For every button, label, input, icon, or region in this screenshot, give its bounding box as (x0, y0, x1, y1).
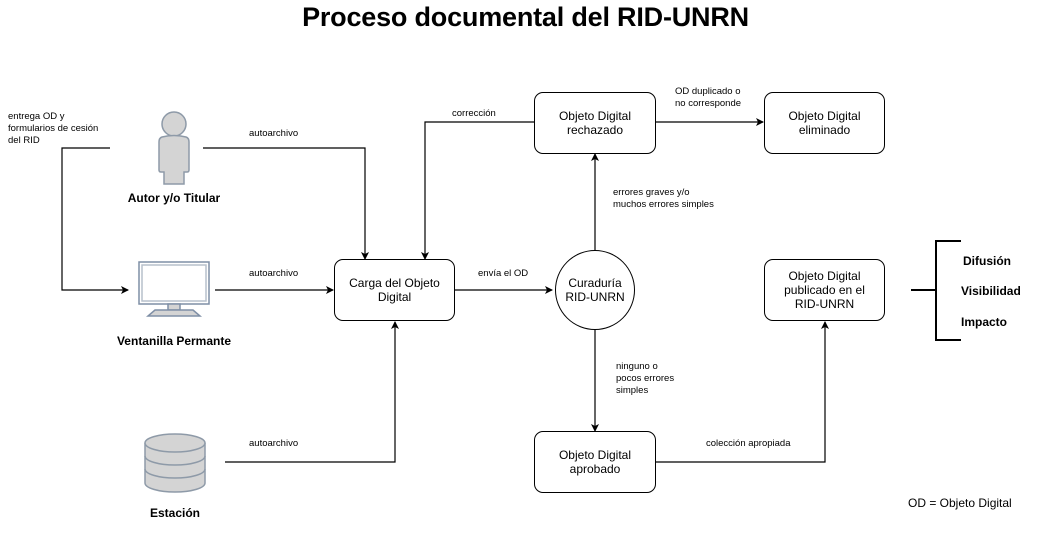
edge-aprobado-publicado (656, 321, 829, 463)
legend-note: OD = Objeto Digital (908, 496, 1012, 510)
monitor-icon (138, 261, 210, 317)
label-ninguno: ninguno o pocos errores simples (616, 361, 675, 396)
outcome-visibilidad: Visibilidad (961, 284, 1021, 298)
node-publicado: Objeto Digital publicado en el RID-UNRN (764, 259, 885, 321)
label-coleccion: colección apropiada (706, 438, 791, 449)
actor-autor-label: Autor y/o Titular (127, 191, 221, 205)
outcome-difusion: Difusión (963, 254, 1011, 268)
label-autoarchivo-estacion: autoarchivo (249, 438, 299, 449)
actor-estacion-label: Estación (149, 506, 200, 520)
node-carga: Carga del Objeto Digital (334, 259, 455, 321)
node-aprobado: Objeto Digital aprobado (534, 431, 656, 493)
person-icon (158, 111, 190, 185)
edge-entrega (61, 147, 129, 294)
label-entrega: entrega OD y formularios de cesión del R… (8, 111, 99, 146)
actor-ventanilla-label: Ventanilla Permante (116, 334, 232, 348)
node-eliminado: Objeto Digital eliminado (764, 92, 885, 154)
diagram-title: Proceso documental del RID-UNRN (302, 2, 749, 32)
node-curaduria: Curaduría RID-UNRN (555, 250, 635, 330)
label-correccion: corrección (452, 108, 496, 119)
outcome-impacto: Impacto (961, 315, 1008, 329)
label-autoarchivo-ventanilla: autoarchivo (249, 268, 299, 279)
label-envia: envía el OD (478, 268, 529, 279)
edge-correccion (421, 121, 534, 260)
edge-estacion-carga (225, 321, 399, 463)
node-rechazado: Objeto Digital rechazado (534, 92, 656, 154)
edge-autor-carga (203, 147, 369, 260)
label-duplicado: OD duplicado o no corresponde (675, 86, 742, 109)
outcomes-bracket (935, 240, 961, 341)
label-autoarchivo-autor: autoarchivo (249, 128, 299, 139)
label-errores-graves: errores graves y/o muchos errores simple… (613, 187, 714, 210)
database-icon (144, 433, 206, 493)
